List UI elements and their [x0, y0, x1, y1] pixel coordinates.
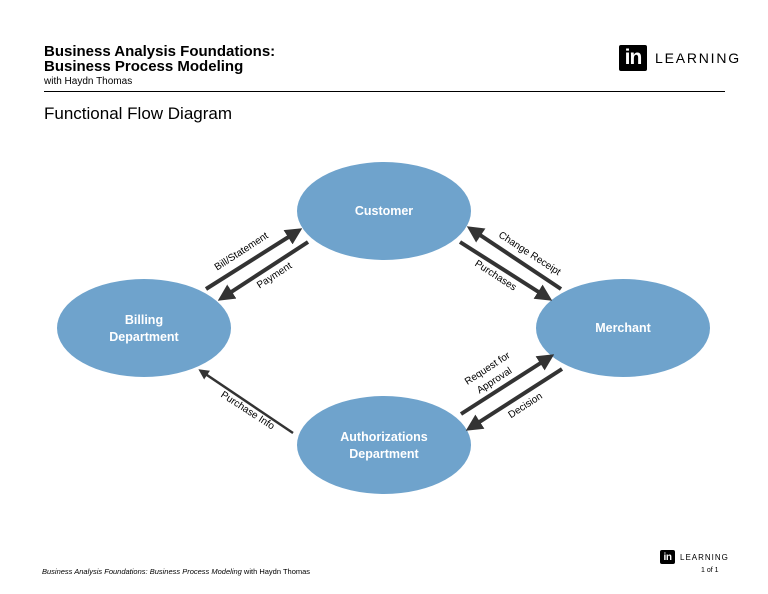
arrow-request-approval — [459, 354, 555, 416]
learning-wordmark: LEARNING — [655, 50, 741, 66]
node-billing-department: Billing Department — [57, 279, 231, 377]
footer-author: with Haydn Thomas — [241, 567, 311, 576]
page-number: 1 of 1 — [701, 567, 719, 574]
billing-label-line1: Billing — [125, 313, 163, 327]
footer-linkedin-icon: in — [660, 550, 675, 564]
label-decision: Decision — [507, 391, 545, 421]
course-title-line1: Business Analysis Foundations: — [44, 43, 276, 60]
linkedin-icon: in — [619, 45, 647, 71]
footer-learning-wordmark: LEARNING — [680, 552, 729, 562]
arrow-purchases — [458, 240, 553, 301]
authorizations-ellipse — [297, 396, 471, 494]
arrow-decision — [465, 367, 564, 431]
customer-ellipse — [297, 162, 471, 260]
node-customer: Customer — [297, 162, 471, 260]
page-title: Functional Flow Diagram — [44, 104, 233, 123]
arrow-bill-statement — [204, 228, 303, 291]
course-title-line2: Business Process Modeling — [44, 58, 244, 75]
node-authorizations-department: Authorizations Department — [297, 396, 471, 494]
merchant-ellipse — [536, 279, 710, 377]
arrow-payment — [217, 240, 310, 301]
footer-course-credit: Business Analysis Foundations: Business … — [42, 567, 310, 576]
arrow-purchase-info — [198, 369, 294, 435]
footer-linkedin-learning-logo: in LEARNING — [660, 550, 729, 564]
course-author: with Haydn Thomas — [44, 76, 133, 87]
node-merchant: Merchant — [536, 279, 710, 377]
label-purchase-info: Purchase Info — [218, 389, 276, 432]
billing-label-line2: Department — [109, 330, 179, 344]
billing-ellipse — [57, 279, 231, 377]
course-title: Business Analysis Foundations: Business … — [44, 44, 275, 74]
linkedin-learning-logo: in LEARNING — [619, 45, 741, 71]
header-divider — [44, 91, 725, 92]
arrow-change-receipt — [466, 226, 563, 291]
customer-label: Customer — [355, 204, 413, 218]
merchant-label: Merchant — [595, 321, 651, 335]
authorizations-label-line1: Authorizations — [340, 430, 428, 444]
authorizations-label-line2: Department — [349, 447, 419, 461]
footer-course-title: Business Analysis Foundations: Business … — [42, 567, 242, 576]
